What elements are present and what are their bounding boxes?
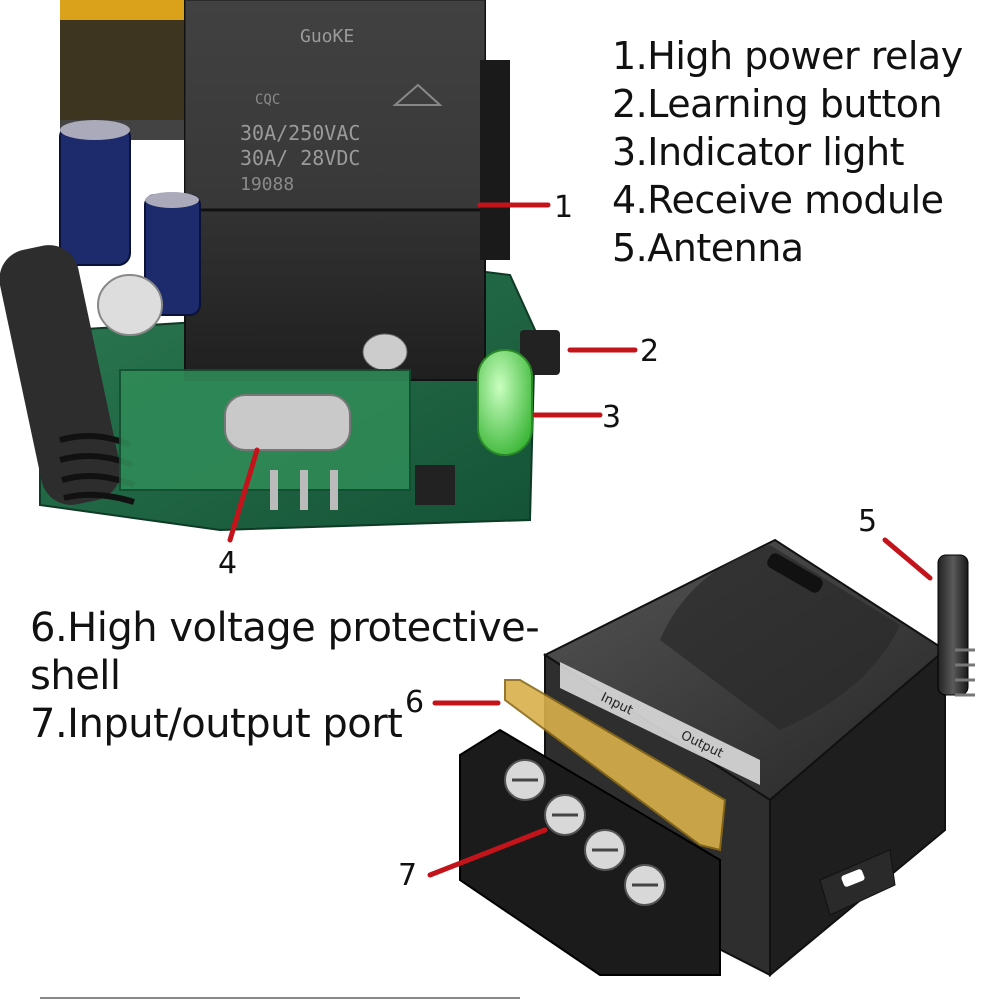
legend-item-2: 2.Learning button [612, 82, 943, 126]
callout-number-2: 2 [640, 334, 660, 369]
callout-number-4: 4 [218, 546, 238, 581]
relay-rating-ac: 30A/250VAC [240, 121, 360, 145]
callout-line-4 [227, 447, 260, 543]
callout-line-5 [882, 537, 933, 581]
relay-code: 19088 [240, 174, 294, 195]
legend-item-7: 7.Input/output port [30, 701, 403, 747]
high-power-relay: GuoKE CQC 30A/250VAC 30A/ 28VDC 19088 [184, 0, 510, 381]
legend-item-6: 6.High voltage protective- [30, 605, 540, 651]
learning-button [520, 330, 560, 375]
legend-item-5: 5.Antenna [612, 226, 804, 270]
pcb-antenna-coil [0, 245, 136, 505]
legend-item-4: 4.Receive module [612, 178, 944, 222]
relay-cert: CQC [255, 92, 280, 108]
legend-top: 1.High power relay 2.Learning button 3.I… [612, 32, 963, 272]
relay-brand: GuoKE [300, 26, 354, 47]
relay-rating-dc: 30A/ 28VDC [240, 146, 360, 170]
callout-number-1: 1 [554, 190, 574, 225]
legend-item-6-continued: shell [30, 653, 121, 699]
callout-lines [227, 202, 933, 878]
callout-number-7: 7 [398, 858, 418, 893]
legend-bottom: 6.High voltage protective- shell 7.Input… [30, 604, 540, 748]
callout-number-6: 6 [405, 685, 425, 720]
shell-antenna [937, 554, 975, 697]
crystal-oscillator [224, 394, 351, 451]
legend-item-1: 1.High power relay [612, 34, 963, 78]
warning-triangle-icon [392, 83, 443, 106]
callout-number-5: 5 [858, 504, 878, 539]
callout-number-3: 3 [602, 400, 622, 435]
capacitors [59, 120, 408, 371]
receive-module [119, 369, 455, 510]
callout-line-7 [427, 827, 548, 878]
legend-item-3: 3.Indicator light [612, 130, 904, 174]
terminal-block [459, 728, 721, 976]
indicator-led [477, 349, 533, 456]
yellow-cover [504, 679, 727, 852]
